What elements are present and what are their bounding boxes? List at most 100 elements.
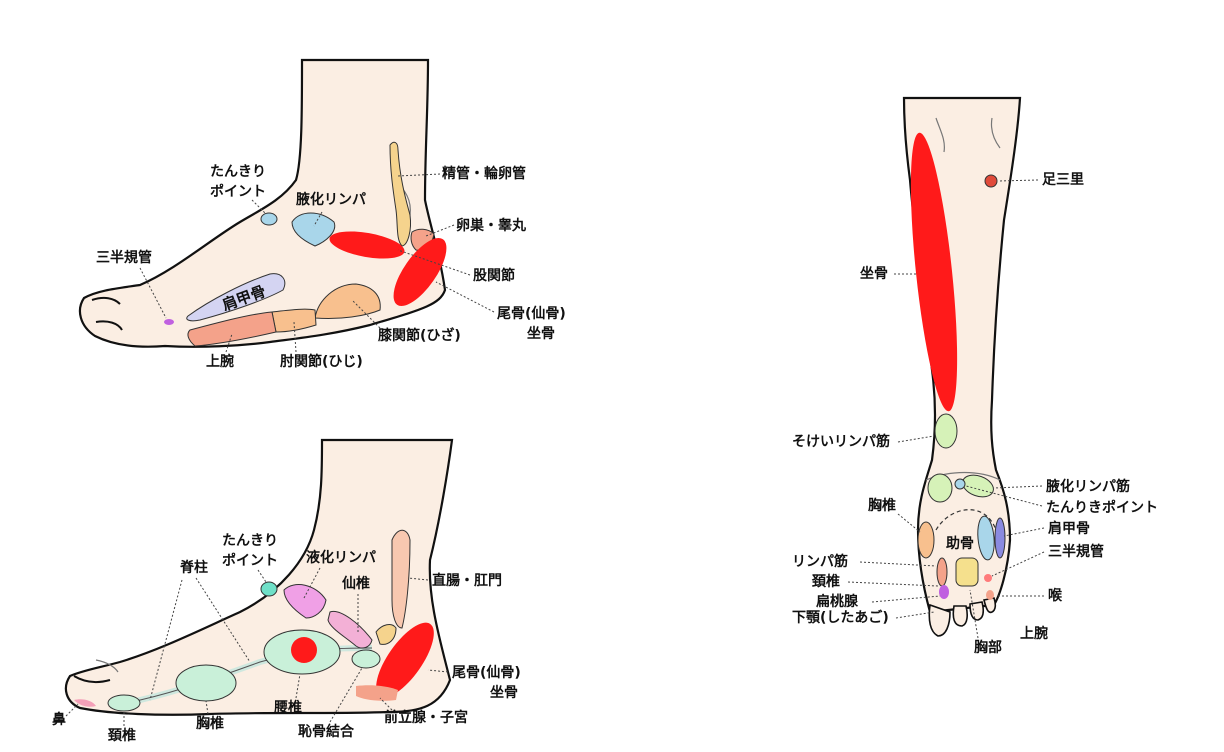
leg-jaw-label: 下顎(したあご) <box>792 609 889 626</box>
leg-thoracic-leader <box>897 513 921 533</box>
leg-axillary-leader <box>993 485 1043 489</box>
top-upper-arm-label: 上腕 <box>206 353 234 370</box>
leg-cervical-label: 頚椎 <box>811 573 840 590</box>
leg-rib-label: 助骨 <box>946 535 974 552</box>
leg-tonsil-zone <box>939 585 949 599</box>
leg-illustration: 足三里 坐骨 そけいリンパ筋 腋化リンパ筋 たんりきポイント 肩甲骨 三半規管 … <box>792 96 1158 656</box>
bottom-cervical-zone <box>107 694 141 712</box>
top-hip-label: 股関節 <box>473 267 515 284</box>
bottom-nose-zone <box>74 699 96 707</box>
top-tankiri-label-2: ポイント <box>210 183 266 200</box>
bottom-rectum-leader <box>407 577 429 581</box>
bottom-lumbar-label: 腰椎 <box>273 699 302 716</box>
leg-inguinal-zone <box>934 413 958 449</box>
bottom-pubic-label: 恥骨結合 <box>298 723 355 740</box>
leg-thoracic-zone <box>917 521 935 559</box>
leg-tankiri-leader <box>965 485 1043 507</box>
bottom-sacrum-yellow <box>375 624 397 645</box>
bottom-nose-label: 鼻 <box>52 711 66 728</box>
top-coccyx-zone <box>393 237 447 307</box>
leg-knee-crease-2 <box>990 117 1001 149</box>
top-seminal-zone <box>389 141 411 247</box>
top-hip-joint-zone <box>329 231 405 259</box>
bottom-tankiri-zone <box>260 581 278 597</box>
top-foot-illustration: 肩甲骨 たんきり ポイント 腋化リンパ 精管・輪卵管 卵巣・睾丸 股関節 尾骨(… <box>78 58 566 370</box>
bottom-thoracic-label: 胸椎 <box>196 715 224 732</box>
top-ovary-label: 卵巣・睾丸 <box>456 217 527 234</box>
bottom-spine-leader <box>195 577 251 663</box>
bottom-nose-leader <box>65 703 79 717</box>
bottom-prostate-label: 前立腺・子宮 <box>384 709 468 726</box>
bottom-pubic-zone <box>351 649 381 669</box>
top-tankiri-leader <box>251 199 267 215</box>
top-scapula-zone <box>186 273 286 322</box>
leg-lung-zone <box>955 557 979 587</box>
top-ovary-leader <box>425 224 455 237</box>
top-tankiri-label-1: たんきり <box>210 164 266 180</box>
top-coccyx-label: 尾骨(仙骨) <box>497 305 566 322</box>
leg-sciatic-zone <box>910 132 958 412</box>
leg-axillary-zone-left <box>927 473 953 503</box>
leg-scapula-zone-2 <box>994 517 1006 559</box>
leg-jaw-leader <box>895 611 935 619</box>
leg-zusanri-point <box>984 174 998 188</box>
leg-throat-zone <box>986 590 994 600</box>
top-semicircular-label: 三半規管 <box>96 249 152 266</box>
leg-cervical-zone <box>936 557 948 587</box>
top-coccyx-leader <box>435 281 495 313</box>
leg-upper-arm-label: 上腕 <box>1020 625 1048 642</box>
bottom-lumbar-red-point <box>291 637 317 663</box>
leg-semicircular-label: 三半規管 <box>1048 543 1104 560</box>
bottom-rectum-label: 直腸・肛門 <box>432 572 502 589</box>
bottom-lymph-leader <box>303 567 321 599</box>
top-axillary-leader <box>313 211 323 227</box>
bottom-tankiri-leader <box>257 569 267 583</box>
leg-knee-crease-1 <box>935 117 945 153</box>
leg-zusanri-leader <box>997 179 1039 182</box>
leg-rib-arc <box>935 509 997 531</box>
bottom-tankiri-label-2: ポイント <box>222 552 278 569</box>
leg-throat-label: 喉 <box>1048 587 1063 604</box>
bottom-toe-crease <box>73 675 111 684</box>
bottom-prostate-leader <box>379 697 393 711</box>
bottom-spine-leader-2 <box>149 579 183 701</box>
leg-tankiri-point <box>954 478 966 490</box>
top-knee-zone <box>314 283 381 319</box>
bottom-sacrum-zone <box>327 610 373 649</box>
top-seminal-leader <box>397 173 441 177</box>
bottom-coccyx-leader <box>427 669 449 673</box>
leg-inguinal-leader <box>897 435 935 443</box>
bottom-coccyx-label: 尾骨(仙骨) <box>452 664 521 681</box>
bottom-rectum-zone <box>391 529 411 629</box>
top-knee-label: 膝関節(ひざ) <box>378 327 461 344</box>
bottom-coccyx-zone <box>376 622 434 698</box>
top-axillary-label: 腋化リンパ <box>296 191 366 208</box>
bottom-cervical-label: 頚椎 <box>107 727 136 744</box>
top-upper-arm-zone <box>187 311 277 347</box>
top-semicircular-leader <box>139 267 167 319</box>
bottom-lymph-zone <box>283 584 327 619</box>
leg-tonsil-label: 扁桃腺 <box>816 593 859 610</box>
bottom-sciatic-label: 坐骨 <box>490 684 518 701</box>
leg-thoracic-label: 胸椎 <box>868 497 896 514</box>
leg-cervical-leader <box>847 581 939 587</box>
top-elbow-leader <box>293 321 297 353</box>
leg-chest-leader <box>969 589 979 639</box>
leg-zusanri-label: 足三里 <box>1042 172 1084 188</box>
bottom-thoracic-zone <box>175 664 237 702</box>
leg-scapula-leader <box>1003 527 1045 537</box>
top-foot-outline <box>78 58 447 348</box>
bottom-spine-label: 脊柱 <box>179 559 208 576</box>
leg-axillary-label: 腋化リンパ筋 <box>1046 478 1130 495</box>
bottom-lumbar-leader <box>295 673 301 699</box>
leg-semicircular-point <box>984 574 992 582</box>
leg-toes <box>928 597 997 637</box>
leg-tonsil-leader <box>871 595 941 603</box>
leg-lymph-leader <box>859 561 937 567</box>
leg-sciatic-label: 坐骨 <box>860 265 888 282</box>
top-elbow-label: 肘関節(ひじ) <box>280 353 363 370</box>
top-axillary-lymph-zone <box>291 212 336 247</box>
top-knee-leader <box>351 299 381 329</box>
bottom-prostate-zone <box>356 685 398 701</box>
leg-chest-label: 胸部 <box>974 639 1002 656</box>
